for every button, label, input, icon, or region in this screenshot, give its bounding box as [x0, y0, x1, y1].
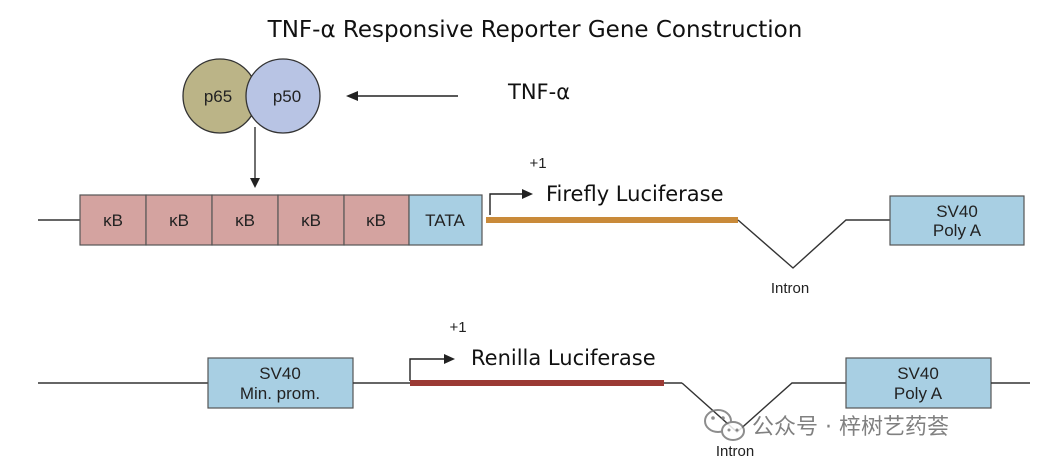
polya-label-line1: SV40 [897, 364, 939, 383]
watermark: 公众号 · 梓树艺药荟 [704, 409, 949, 441]
tss-label: +1 [529, 155, 546, 172]
kb-label: κB [103, 211, 123, 230]
polya-box [845, 357, 992, 409]
watermark-text: 公众号 · 梓树艺药荟 [752, 415, 949, 440]
binding-arrowhead [250, 178, 260, 188]
p50-label: p50 [273, 87, 301, 106]
p65-label: p65 [204, 87, 232, 106]
kb-label: κB [301, 211, 321, 230]
wechat-icon [704, 409, 745, 441]
intron-line [737, 219, 890, 269]
nfkb-complex: p65 p50 [182, 58, 321, 134]
p50-subunit [245, 58, 321, 134]
stimulus-label: TNF-α [507, 80, 570, 104]
tnf-arrowhead [346, 91, 358, 101]
kb-repeats: κB κB κB κB κB [79, 194, 410, 246]
polya-label-line1: SV40 [936, 202, 978, 221]
kb-label: κB [235, 211, 255, 230]
kb-label: κB [366, 211, 386, 230]
polya-label-line2: Poly A [894, 384, 943, 403]
tss-arrow [409, 358, 446, 381]
tss-arrowhead [522, 189, 533, 199]
gene-label: Renilla Luciferase [471, 346, 656, 370]
intron-line [681, 382, 846, 433]
firefly-coding-region [486, 217, 738, 223]
intron-label: Intron [716, 443, 754, 460]
kb-box [145, 194, 213, 246]
kb-box [343, 194, 410, 246]
kb-box [277, 194, 345, 246]
tss-arrow [489, 193, 524, 215]
construct-renilla: SV40 Min. prom. +1 Renilla Luciferase In… [38, 319, 1030, 460]
intron-label: Intron [771, 280, 809, 297]
tata-label: TATA [425, 211, 465, 230]
tss-arrowhead [444, 354, 455, 364]
tss-label: +1 [449, 319, 466, 336]
promoter-label-line1: SV40 [259, 364, 301, 383]
promoter-label-line2: Min. prom. [240, 384, 320, 403]
construct-firefly: κB κB κB κB κB TATA +1 Firefly Luciferas… [38, 155, 1025, 297]
sv40-promoter-box [207, 357, 354, 409]
kb-label: κB [169, 211, 189, 230]
kb-box [211, 194, 279, 246]
polya-label-line2: Poly A [933, 221, 982, 240]
diagram-title: TNF-α Responsive Reporter Gene Construct… [267, 17, 803, 43]
polya-box [889, 195, 1025, 246]
tata-box [408, 194, 483, 246]
gene-label: Firefly Luciferase [546, 182, 724, 206]
renilla-coding-region [410, 380, 664, 386]
